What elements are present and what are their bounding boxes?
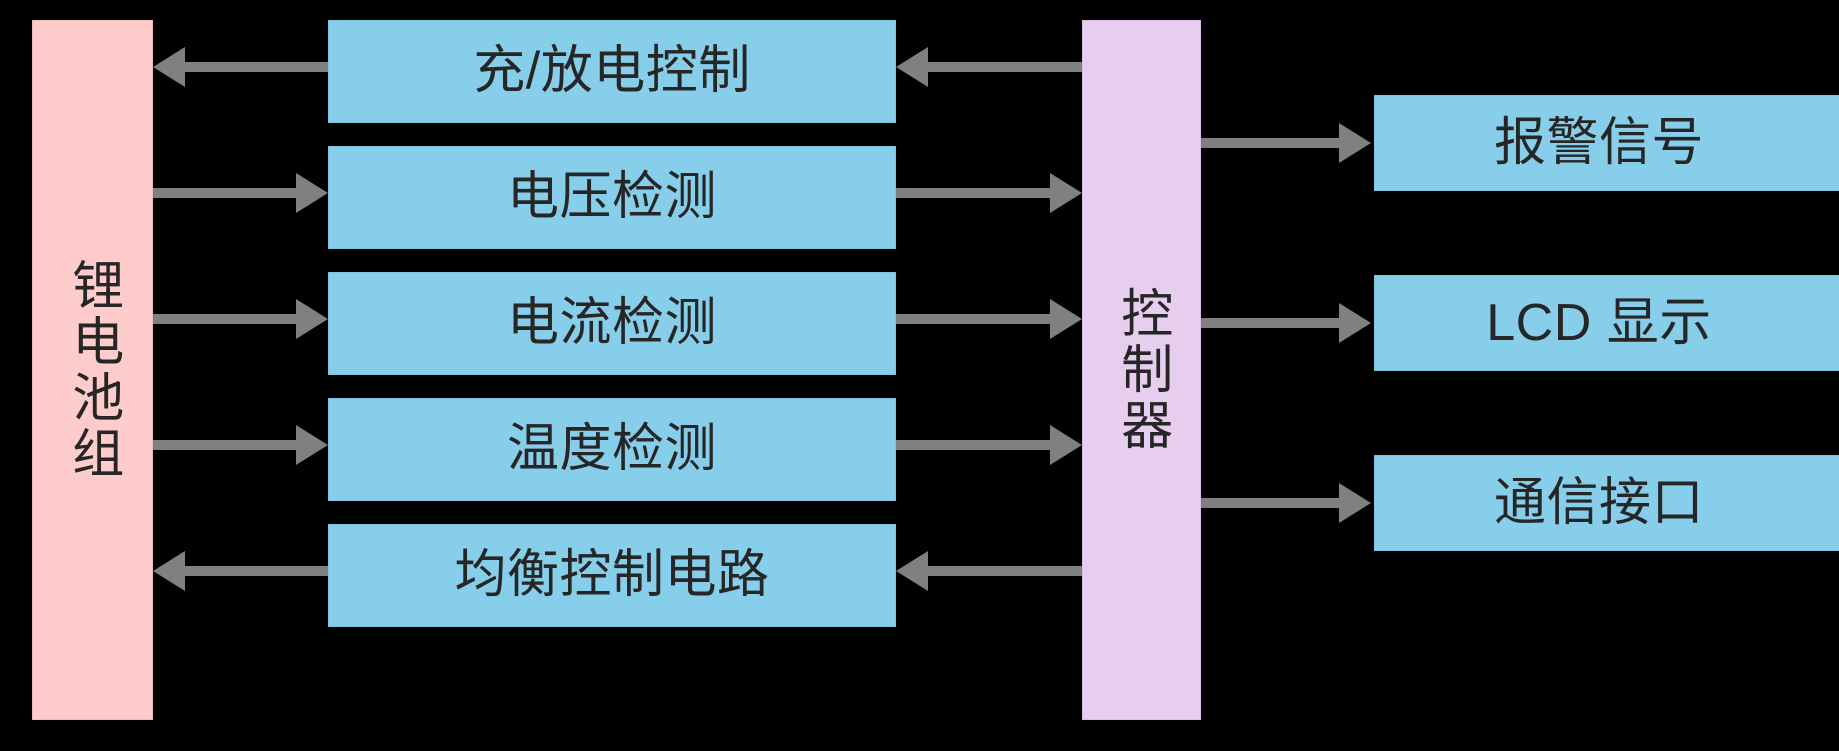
- arrow-controller-to-lcd-display: [1201, 318, 1341, 328]
- arrow-current-detection-to-controller: [896, 314, 1052, 324]
- arrow-battery-to-voltage-detection: [153, 188, 298, 198]
- node-temperature-detection-label: 温度检测: [506, 420, 717, 479]
- node-current-detection-label: 电流检测: [506, 294, 717, 353]
- node-balance-control-circuit-label: 均衡控制电路: [454, 546, 770, 605]
- arrow-controller-to-communication-interface: [1201, 498, 1341, 508]
- node-battery-pack-label: 锂电池组: [63, 258, 122, 482]
- node-voltage-detection[interactable]: 电压检测: [328, 146, 896, 249]
- node-lcd-display-label: LCD 显示: [1486, 293, 1712, 352]
- node-alarm-signal-label: 报警信号: [1493, 113, 1704, 172]
- node-balance-control-circuit[interactable]: 均衡控制电路: [328, 524, 896, 627]
- node-communication-interface[interactable]: 通信接口: [1374, 455, 1839, 551]
- node-voltage-detection-label: 电压检测: [506, 168, 717, 227]
- arrow-battery-to-temperature-detection: [153, 440, 298, 450]
- arrow-charge-control-to-battery: [183, 62, 328, 72]
- node-temperature-detection[interactable]: 温度检测: [328, 398, 896, 501]
- arrow-controller-to-alarm-signal: [1201, 138, 1341, 148]
- node-charge-discharge-control-label: 充/放电控制: [473, 42, 751, 101]
- node-lcd-display[interactable]: LCD 显示: [1374, 275, 1839, 371]
- arrow-balance-circuit-to-battery: [183, 566, 328, 576]
- arrow-voltage-detection-to-controller: [896, 188, 1052, 198]
- node-controller[interactable]: 控制器: [1082, 20, 1201, 720]
- node-communication-interface-label: 通信接口: [1493, 473, 1704, 532]
- arrow-controller-to-balance-circuit: [926, 566, 1082, 576]
- node-controller-label: 控制器: [1112, 286, 1171, 454]
- node-charge-discharge-control[interactable]: 充/放电控制: [328, 20, 896, 123]
- arrow-battery-to-current-detection: [153, 314, 298, 324]
- arrow-controller-to-charge-control: [926, 62, 1082, 72]
- node-current-detection[interactable]: 电流检测: [328, 272, 896, 375]
- node-battery-pack[interactable]: 锂电池组: [32, 20, 153, 720]
- arrow-temperature-detection-to-controller: [896, 440, 1052, 450]
- node-alarm-signal[interactable]: 报警信号: [1374, 95, 1839, 191]
